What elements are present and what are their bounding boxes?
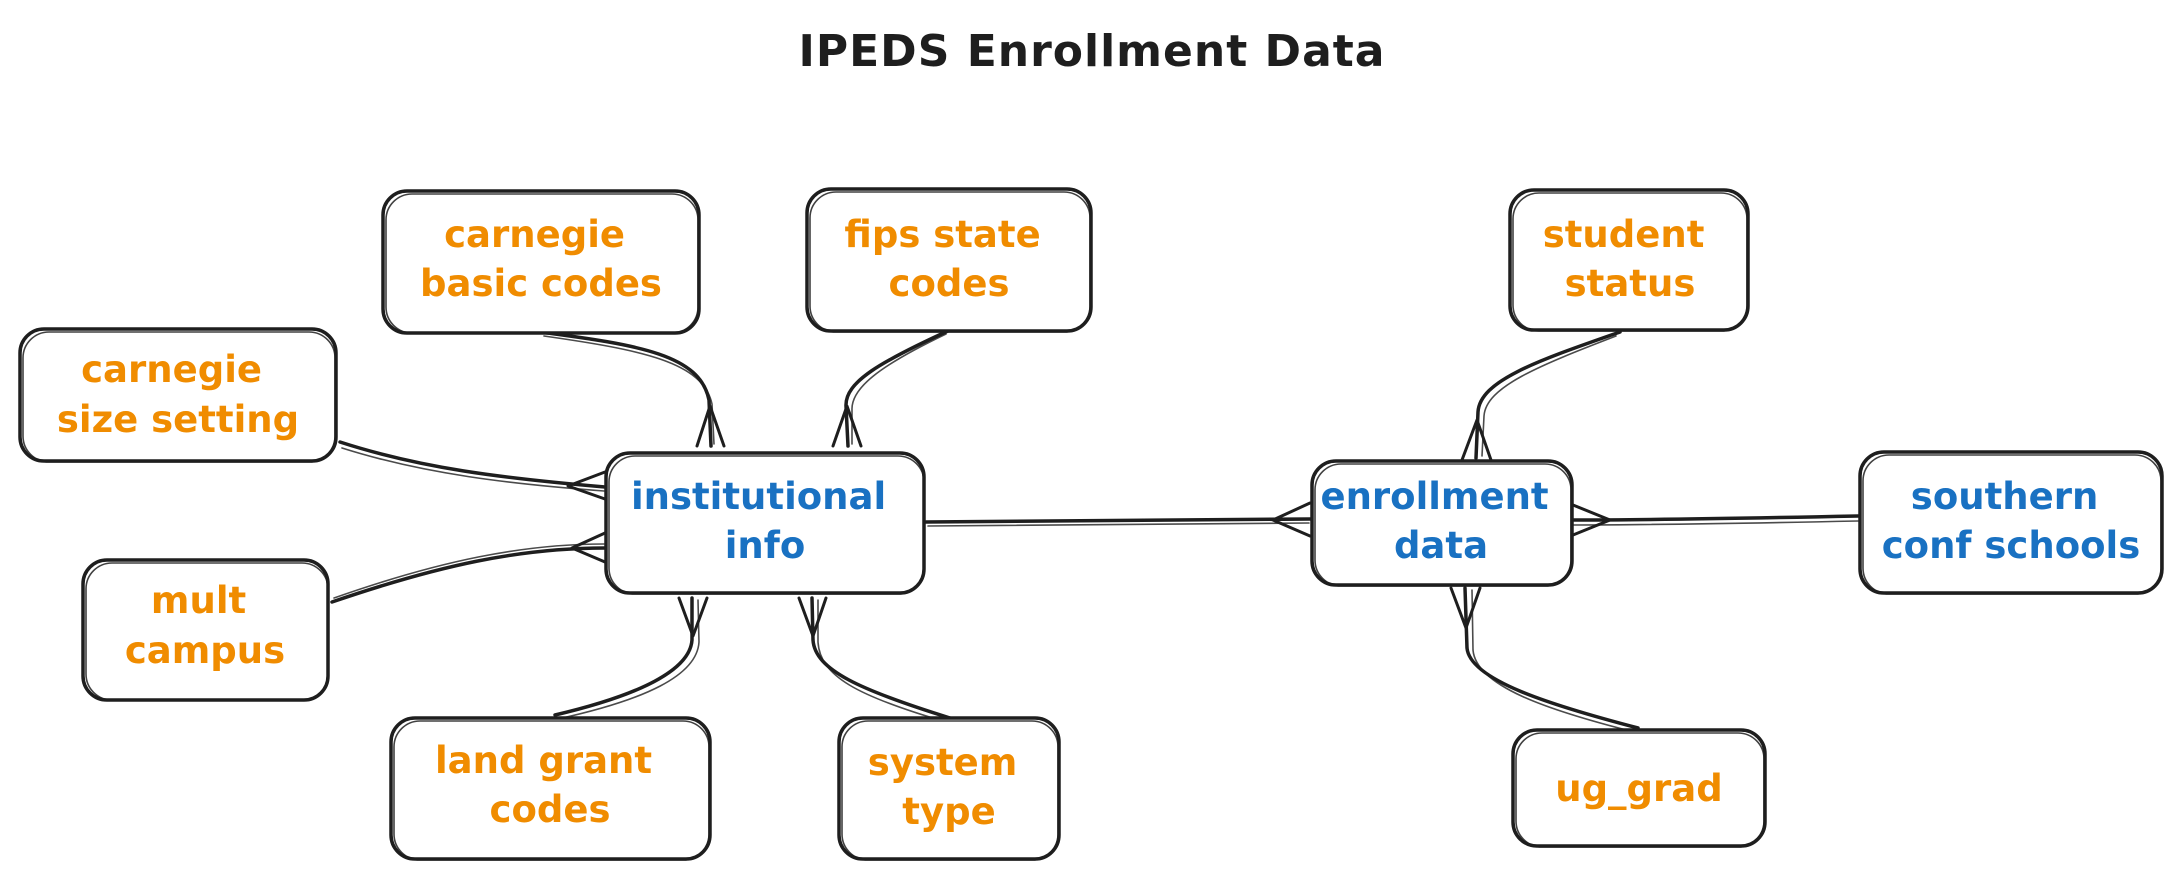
- entity-student-status[interactable]: student status: [1508, 188, 1750, 332]
- entity-southern-conf-schools[interactable]: southern conf schools: [1858, 450, 2164, 595]
- entity-ug-grad[interactable]: ug_grad: [1511, 728, 1767, 848]
- entity-label: carnegie basic codes: [420, 213, 662, 305]
- edge-system-type-to-institutional: [797, 596, 952, 723]
- entity-label: enrollment data: [1320, 475, 1561, 567]
- crow-foot-marker: [1271, 501, 1312, 538]
- crow-foot-marker: [1571, 503, 1612, 537]
- crow-foot-marker: [695, 404, 726, 448]
- entity-label: system type: [868, 741, 1030, 833]
- edge-land-grant-to-institutional: [553, 596, 709, 720]
- entity-mult-campus[interactable]: mult campus: [81, 558, 330, 702]
- entity-label: ug_grad: [1555, 767, 1723, 810]
- entity-label: fips state codes: [844, 213, 1053, 305]
- entity-nodes: carnegie basic codes fips state codes ca…: [18, 187, 2164, 861]
- entity-institutional-info[interactable]: institutional info: [604, 451, 926, 595]
- relationship-edges: [330, 328, 1860, 733]
- edge-ug-grad-to-enrollment: [1449, 586, 1640, 733]
- entity-label: institutional info: [631, 475, 899, 567]
- edge-fips-to-institutional: [831, 328, 952, 448]
- crow-foot-marker: [566, 470, 607, 501]
- edge-mult-campus-to-institutional: [330, 531, 607, 604]
- entity-carnegie-basic-codes[interactable]: carnegie basic codes: [381, 189, 701, 335]
- crow-foot-marker: [1449, 586, 1482, 630]
- edge-student-status-to-enrollment: [1460, 330, 1622, 462]
- entity-land-grant-codes[interactable]: land grant codes: [389, 716, 712, 861]
- entity-label: mult campus: [125, 579, 285, 672]
- crow-foot-marker: [797, 596, 828, 638]
- edge-carnegie-size-to-institutional: [338, 440, 607, 501]
- entity-label: student status: [1543, 213, 1718, 305]
- edge-carnegie-basic-to-institutional: [538, 330, 726, 448]
- crow-foot-marker: [570, 531, 607, 564]
- crow-foot-marker: [677, 596, 709, 638]
- entity-enrollment-data[interactable]: enrollment data: [1310, 459, 1574, 587]
- edge-southern-conf-to-enrollment: [1570, 503, 1860, 537]
- entity-fips-state-codes[interactable]: fips state codes: [805, 187, 1093, 333]
- crow-foot-marker: [1460, 418, 1493, 462]
- entity-carnegie-size-setting[interactable]: carnegie size setting: [18, 327, 338, 463]
- entity-label: carnegie size setting: [57, 348, 299, 441]
- entity-label: land grant codes: [435, 739, 665, 831]
- entity-label: southern conf schools: [1882, 475, 2141, 567]
- entity-system-type[interactable]: system type: [837, 716, 1061, 861]
- edge-institutional-to-enrollment: [924, 501, 1312, 538]
- crow-foot-marker: [831, 404, 863, 448]
- diagram-title: IPEDS Enrollment Data: [799, 26, 1386, 77]
